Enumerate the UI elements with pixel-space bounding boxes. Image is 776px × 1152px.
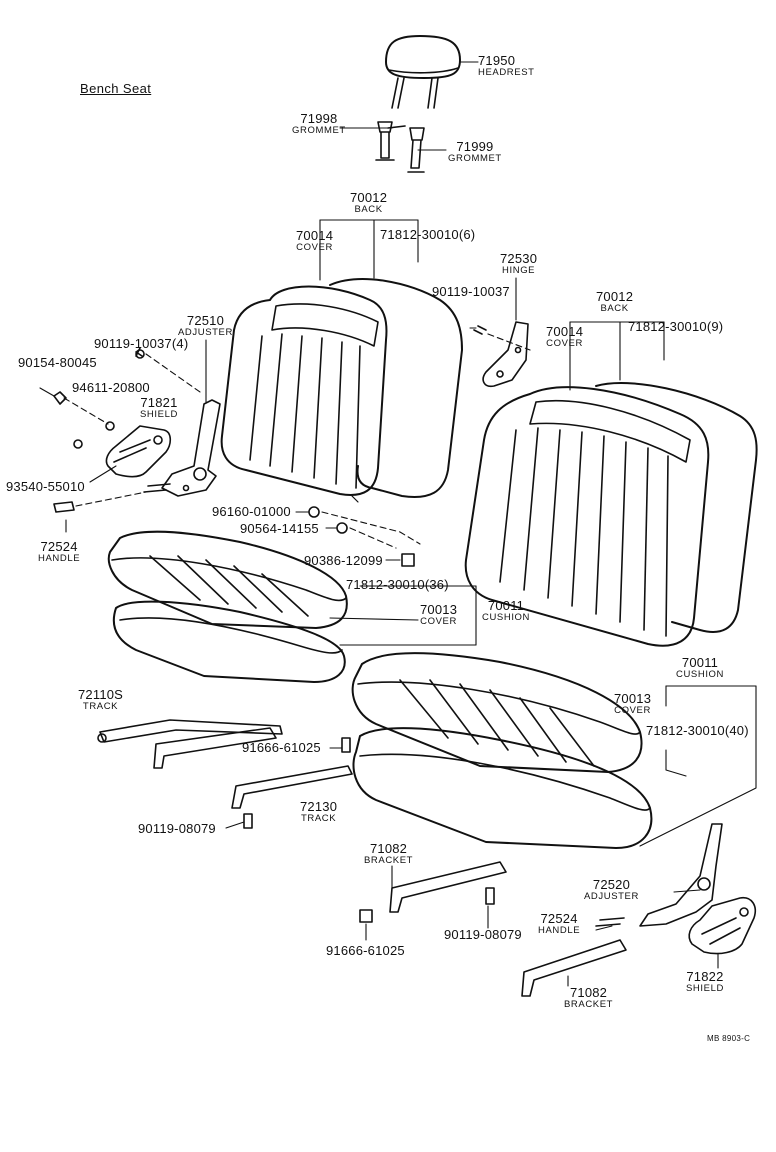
track-shapes [97, 719, 353, 829]
diagram-title: Bench Seat [80, 81, 152, 96]
drawing-code: MB 8903-C [707, 1034, 751, 1043]
callout-91666-61025-b: 91666-61025 [326, 943, 405, 958]
callout-90119-08079-a: 90119-08079 [138, 821, 216, 836]
callout-71812-9: 71812-30010(9) [628, 319, 724, 334]
callout-71812-36: 71812-30010(36) [346, 577, 449, 592]
headrest-shape [385, 35, 461, 109]
left-small-parts [53, 333, 531, 513]
callout-94611-20800: 94611-20800 [72, 380, 150, 395]
callout-71812-40: 71812-30010(40) [646, 723, 749, 738]
right-adjuster-shape [595, 823, 723, 927]
callout-90564-14155: 90564-14155 [240, 521, 319, 536]
callout-90154-80045: 90154-80045 [18, 355, 97, 370]
callout-91666-61025-a: 91666-61025 [242, 740, 321, 755]
grommet-shapes [375, 121, 425, 173]
callout-90386-12099: 90386-12099 [304, 553, 383, 568]
right-back-shape [464, 382, 758, 647]
right-shield-shape [688, 896, 756, 955]
callout-90119-10037: 90119-10037 [432, 284, 510, 299]
callout-96160-01000: 96160-01000 [212, 504, 291, 519]
callout-90119-08079-b: 90119-08079 [444, 927, 522, 942]
left-cushion-shape [107, 530, 348, 683]
callout-71812-6: 71812-30010(6) [380, 227, 476, 242]
leader-lines [39, 61, 757, 987]
callout-90119-10037-4: 90119-10037(4) [94, 336, 189, 351]
bracket-shapes [359, 861, 627, 997]
left-adjuster-shape [143, 399, 221, 497]
left-shield-shape [105, 425, 172, 478]
center-fasteners [308, 506, 421, 567]
hinge-shape [473, 321, 529, 388]
right-cushion-shape [351, 652, 653, 849]
left-back-shape [220, 278, 463, 503]
callout-93540-55010: 93540-55010 [6, 479, 85, 494]
